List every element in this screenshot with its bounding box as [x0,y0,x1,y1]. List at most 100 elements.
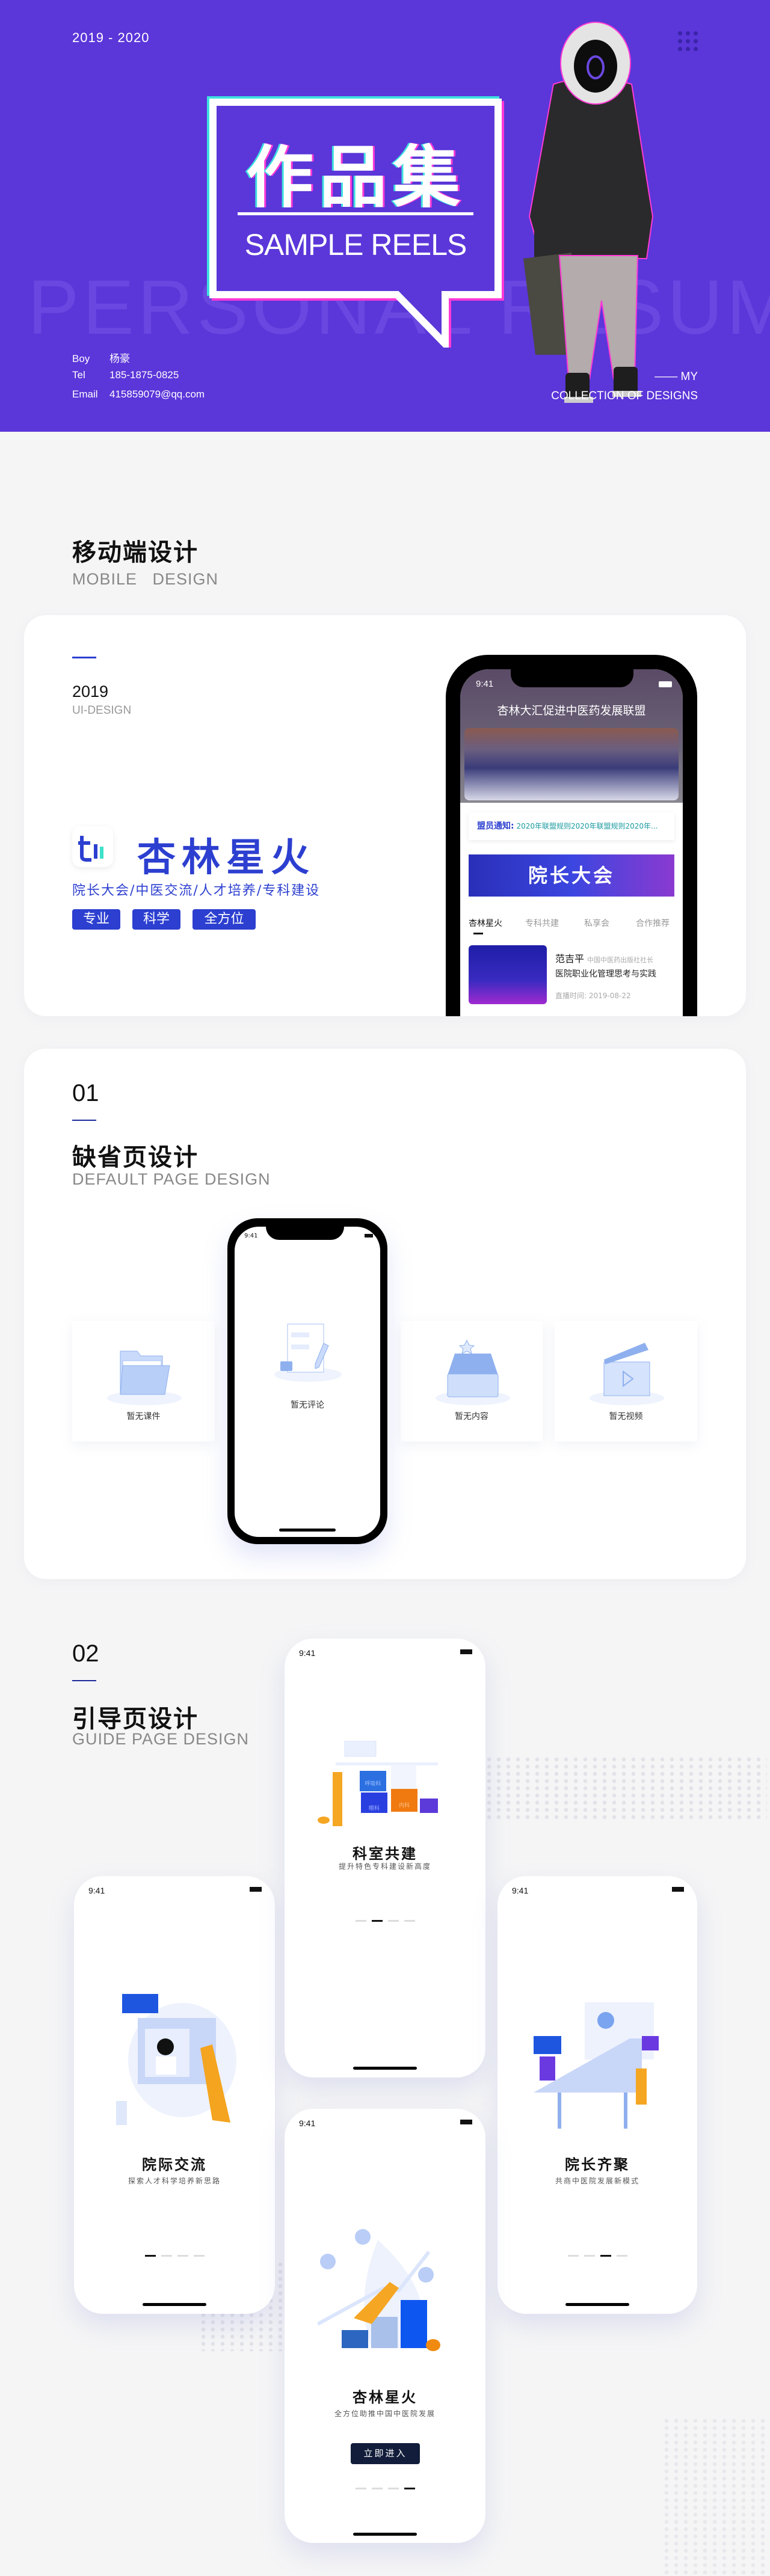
status-icons [672,1887,684,1892]
battery-icon [672,1887,684,1892]
home-indicator [279,1529,336,1532]
period-label: 2019 - 2020 [72,30,150,45]
app-name: 杏林星火 [137,836,315,880]
empty-label: 暂无评论 [291,1400,324,1410]
section-number: 01 [72,1080,99,1106]
app-logo-icon [72,826,113,867]
growth-chart-illustration [318,2229,440,2351]
info-value: 415859079@qq.com [109,388,205,400]
info-tel: Tel 185-1875-0825 [72,369,179,381]
inbox-box-icon [436,1339,510,1405]
section-title: 移动端设计 [72,539,199,566]
page-indicator[interactable] [285,1920,485,1922]
conference-photo[interactable] [464,728,679,800]
empty-state-card: 暂无课件 [72,1321,215,1441]
info-label: Email [72,388,98,400]
status-icons [460,2120,472,2124]
status-time: 9:41 [299,1648,316,1658]
tagline-my: —— MY [654,370,698,383]
notice-text: 2020年联盟规则2020年联盟规则2020年... [516,822,658,830]
article-thumbnail[interactable] [469,945,547,1004]
section-title: 引导页设计 [72,1705,199,1733]
article-author: 范吉平 [555,953,585,964]
guide-page-welcome: 9:41 杏林星火 全方位助推中国中医院发展 立即进入 [285,2109,485,2543]
guide-title: 科室共建 [353,1845,417,1862]
section-subtitle: MOBILE DESIGN [72,570,219,588]
speech-bubble-frame [207,96,504,348]
battery-icon [460,1649,472,1654]
astronaut-person-illustration [523,22,654,403]
puzzle-label: 呼吸科 [365,1780,381,1787]
guide-page-gathering: 9:41 院长齐聚 共商中医院发展新模式 [497,1876,697,2314]
video-consult-illustration [116,1994,236,2125]
accent-dash [72,657,96,658]
status-icons [460,1649,472,1654]
guide-title: 院际交流 [142,2156,207,2173]
hero-banner: PERSONAL RESUME 2019 - 2020 作品集 SAMPLE R… [0,0,770,432]
article-author-title: 中国中医药出版社社长 [587,956,654,964]
status-time: 9:41 [299,2118,316,2128]
info-value: 杨豪 [109,353,130,364]
page-indicator[interactable] [285,2488,485,2489]
info-label: Tel [72,369,85,381]
phone-mockup: 9:41 杏林大汇促进中医药发展联盟 盟员通知: 2020年联盟规则2020年联… [446,655,697,1016]
section-number: 02 [72,1640,99,1667]
article-author-line: 范吉平 中国中医药出版社社长 [555,951,653,965]
accent-dash [72,1120,96,1121]
info-value: 185-1875-0825 [109,369,179,381]
dots-grid-icon[interactable] [678,31,698,52]
phone-header-title: 杏林大汇促进中医药发展联盟 [497,704,646,717]
phone-mockup: 9:41 暂无评论 [227,1218,387,1544]
folder-icon [107,1351,182,1405]
info-label: Boy [72,353,90,364]
default-page-card: 01 缺省页设计 DEFAULT PAGE DESIGN 暂无课件 暂无内容 暂… [24,1049,746,1579]
hero-title-en: SAMPLE REELS [244,228,467,262]
empty-state-card: 暂无视频 [555,1321,697,1441]
guide-subtitle: 全方位助推中国中医院发展 [334,2409,436,2418]
article-headline[interactable]: 医院职业化管理思考与实践 [555,969,656,979]
tab-specialty[interactable]: 专科共建 [525,919,559,928]
guide-subtitle: 探索人才科学培养新思路 [128,2177,221,2185]
puzzle-label: 眼科 [369,1805,380,1812]
document-pencil-icon [274,1323,342,1382]
info-email: Email 415859079@qq.com [72,388,205,400]
guide-title: 院长齐聚 [565,2156,630,2173]
empty-label: 暂无内容 [455,1412,488,1421]
tab-partners[interactable]: 合作推荐 [636,919,670,928]
decorative-dots [484,1756,767,1822]
home-indicator [353,2067,417,2070]
page-indicator[interactable] [74,2255,275,2257]
status-icons [250,1887,262,1892]
phone-screen: 9:41 暂无评论 [235,1227,380,1537]
phone-screen: 9:41 杏林大汇促进中医药发展联盟 盟员通知: 2020年联盟规则2020年联… [460,669,683,1016]
status-time: 9:41 [476,679,494,689]
battery-icon [659,681,672,687]
project-year: 2019 [72,682,109,701]
notice-label: 盟员通知: [477,821,514,831]
info-boy: Boy 杨豪 [72,350,130,365]
app-slogan: 院长大会/中医交流/人才培养/专科建设 [72,883,321,898]
enter-now-button[interactable]: 立即进入 [351,2443,420,2464]
guide-page-exchange: 9:41 院际交流 探索人才科学培养新思路 [74,1876,275,2314]
article-date: 直播时间: 2019-08-22 [555,992,631,1000]
banner-dean-conference[interactable]: 院长大会 [469,854,674,897]
meeting-illustration [534,2002,659,2129]
notice-bar[interactable]: 盟员通知: 2020年联盟规则2020年联盟规则2020年... [469,812,674,840]
tab-xinglin[interactable]: 杏林星火 [469,919,502,928]
tag-science: 科学 [132,909,180,930]
project-card: 2019 UI-DESIGN 杏林星火 院长大会/中医交流/人才培养/专科建设 … [24,615,746,1016]
section-subtitle: GUIDE PAGE DESIGN [72,1730,250,1748]
phone-notch [266,1227,344,1240]
status-time: 9:41 [244,1233,258,1239]
tab-private[interactable]: 私享会 [584,919,609,928]
tagline-collection: COLLECTION OF DESIGNS [551,390,698,402]
empty-label: 暂无视频 [609,1412,643,1421]
battery-icon [250,1887,262,1892]
puzzle-label: 内科 [399,1802,410,1809]
phone-notch [511,669,633,687]
page-indicator[interactable] [497,2255,697,2257]
guide-subtitle: 提升特色专科建设新高度 [338,1862,431,1871]
accent-dash [72,1680,96,1681]
guide-subtitle: 共商中医院发展新模式 [555,2177,639,2185]
